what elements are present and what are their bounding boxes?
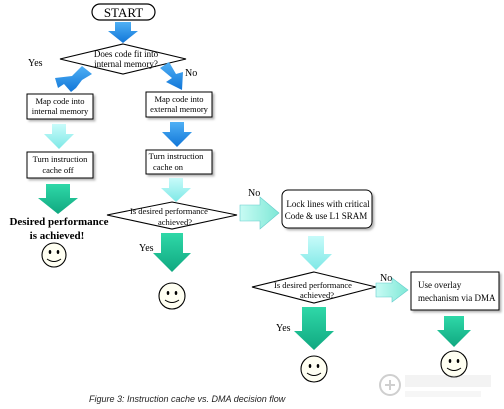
cache-on-line2: cache on	[153, 162, 184, 172]
lock-lines-line2: Code & use L1 SRAM	[285, 211, 368, 221]
no-label-3: No	[380, 273, 392, 284]
smiley-face-icon-4	[440, 350, 468, 378]
watermark-logo	[379, 374, 491, 397]
arrow-perf2-no	[375, 277, 409, 303]
arrow-internal-to-cacheoff	[44, 124, 74, 149]
arrow-lock-to-decision	[300, 236, 332, 270]
overlay-line2: mechanism via DMA	[418, 293, 496, 303]
smiley-face-icon-3	[300, 355, 328, 383]
decision-performance-2: Is desired performance achieved?	[251, 271, 377, 304]
arrow-start-to-decision	[108, 22, 138, 43]
decision-code-fits-line2: internal memory?	[94, 59, 158, 69]
box-map-internal	[26, 93, 94, 120]
perf1-line1: Is desired performance	[130, 206, 208, 216]
cache-off-line1: Turn instruction	[33, 154, 88, 164]
arrow-perf1-no	[239, 196, 280, 230]
no-label-2: No	[248, 188, 260, 199]
smiley-face-icon-1	[41, 242, 67, 268]
map-internal-line2: internal memory	[32, 106, 89, 116]
cache-off-line2: cache off	[42, 165, 73, 175]
desired-line1: Desired performance	[9, 216, 108, 228]
box-overlay-dma	[410, 271, 500, 311]
yes-label-1: Yes	[28, 58, 43, 69]
figure-caption: Figure 3: Instruction cache vs. DMA deci…	[89, 394, 286, 404]
arrow-yes-to-internal	[55, 66, 92, 92]
box-cache-on	[145, 149, 213, 175]
decision-code-fits: Does code fit into internal memory?	[59, 43, 187, 75]
arrow-perf2-yes	[294, 307, 334, 350]
yes-label-2: Yes	[139, 243, 154, 254]
start-label: START	[104, 5, 143, 20]
arrow-perf1-yes	[153, 233, 191, 272]
perf2-line2: achieved?	[300, 290, 334, 300]
decision-code-fits-line1: Does code fit into	[94, 49, 159, 59]
map-external-line2: external memory	[150, 104, 209, 114]
box-cache-off	[26, 151, 94, 179]
arrow-external-to-cacheon	[162, 122, 192, 147]
lock-lines-line1: Lock lines with critical	[286, 199, 370, 209]
arrow-overlay-down	[437, 316, 471, 347]
perf1-line2: achieved?	[158, 217, 192, 227]
overlay-line1: Use overlay	[418, 280, 462, 290]
arrow-cacheoff-to-desired	[38, 184, 78, 214]
arrow-cacheon-to-decision	[161, 178, 191, 202]
box-map-external	[145, 91, 213, 118]
decision-performance-1: Is desired performance achieved?	[106, 201, 238, 230]
yes-label-3: Yes	[276, 323, 291, 334]
start-node: START	[91, 3, 156, 21]
cache-on-line1: Turn instruction	[149, 151, 204, 161]
map-internal-line1: Map code into	[35, 96, 84, 106]
smiley-face-icon-2	[158, 282, 186, 310]
desired-line2: is achieved!	[30, 230, 85, 242]
perf2-line1: Is desired performance	[274, 280, 352, 290]
box-lock-lines	[281, 189, 373, 229]
no-label-1: No	[185, 68, 197, 79]
arrow-no-to-external	[160, 62, 183, 90]
map-external-line1: Map code into	[154, 94, 203, 104]
